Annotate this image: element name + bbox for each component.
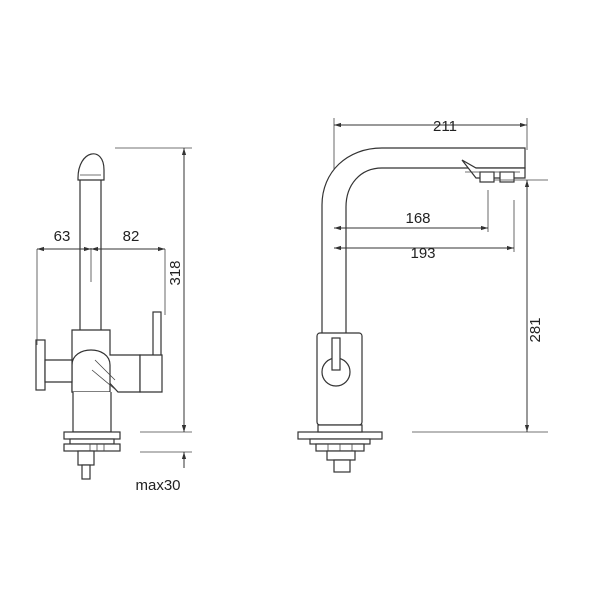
dimension-168: 168: [334, 190, 489, 232]
side-valve-body: [316, 332, 363, 426]
dimension-max30: max30: [135, 424, 192, 494]
dim-label-281: 281: [527, 317, 544, 342]
dimension-211: 211: [333, 118, 528, 170]
front-spout: [77, 153, 105, 341]
dimension-193: 193: [334, 200, 515, 262]
front-valve-body: [35, 311, 163, 393]
side-view: 211 168 193 281: [297, 118, 548, 473]
dimension-63-82: 63 82: [36, 228, 166, 345]
front-stem: [72, 392, 112, 433]
dimension-281: 281: [412, 179, 548, 433]
side-lever: [331, 337, 341, 371]
dim-label-318: 318: [167, 260, 184, 285]
front-right-lever: [152, 311, 162, 358]
side-mount: [297, 424, 383, 473]
dim-label-82: 82: [123, 228, 140, 245]
side-spout: [321, 147, 526, 336]
dim-label-211: 211: [433, 118, 457, 135]
dim-label-63: 63: [54, 228, 71, 245]
front-left-lever: [35, 339, 46, 391]
dim-label-168: 168: [405, 210, 430, 227]
front-mount: [63, 431, 121, 480]
dimension-318: 318: [115, 147, 192, 433]
dim-label-max30: max30: [135, 477, 180, 494]
dim-label-193: 193: [410, 245, 435, 262]
front-view: 63 82 318 max30: [35, 147, 192, 494]
